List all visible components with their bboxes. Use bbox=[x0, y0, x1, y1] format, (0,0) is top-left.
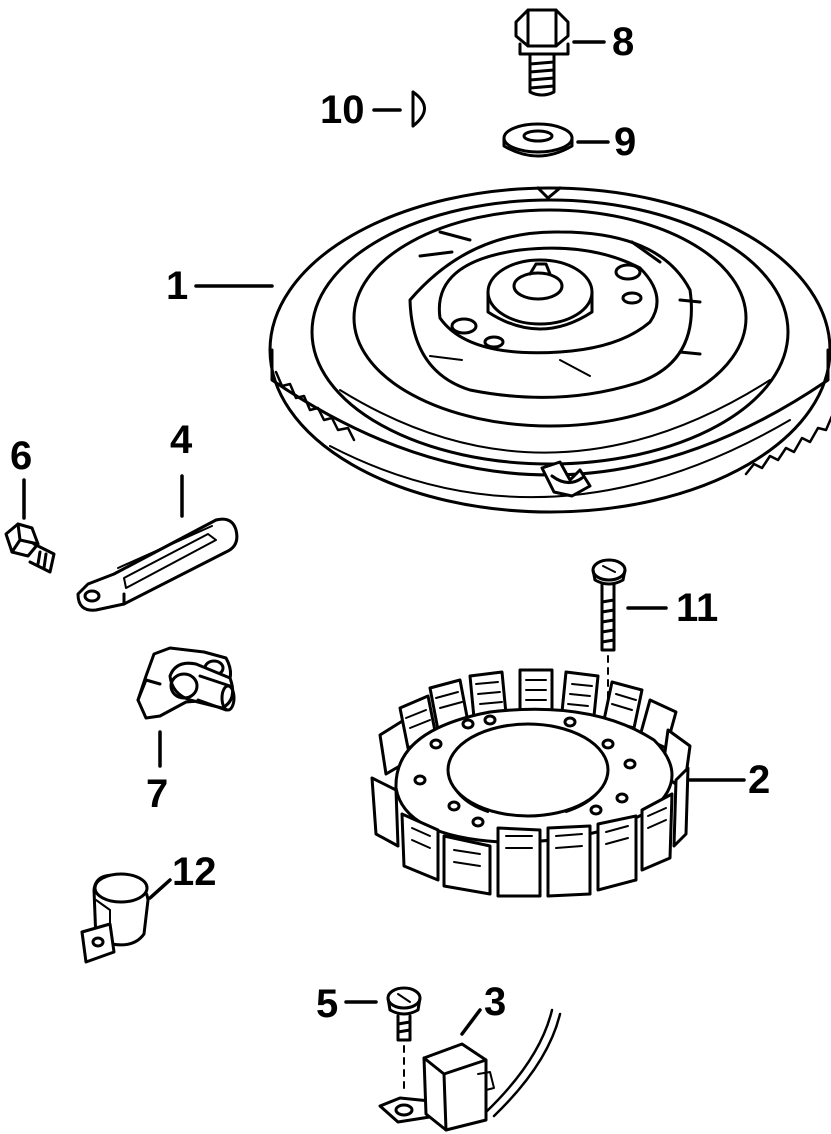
wire-clamp-part bbox=[80, 872, 150, 964]
flywheel-key-part bbox=[411, 90, 426, 128]
coil-screw-part bbox=[386, 986, 422, 1091]
callout-3: 3 bbox=[484, 980, 507, 1024]
leader-line-12 bbox=[148, 878, 172, 900]
callout-7: 7 bbox=[146, 772, 169, 816]
callout-5: 5 bbox=[316, 982, 339, 1026]
stator-part bbox=[370, 668, 692, 898]
leader-lines bbox=[22, 40, 746, 1036]
callout-8: 8 bbox=[612, 20, 635, 64]
washer-part bbox=[502, 122, 574, 158]
callout-6: 6 bbox=[10, 434, 33, 478]
callout-2: 2 bbox=[748, 758, 771, 802]
callout-1: 1 bbox=[166, 264, 189, 308]
link-screw-part bbox=[4, 522, 56, 574]
link-arm-part bbox=[76, 517, 239, 612]
ignition-coil-part bbox=[378, 1008, 562, 1132]
callout-4: 4 bbox=[170, 418, 193, 462]
callout-10: 10 bbox=[320, 88, 365, 132]
flywheel-nut-part bbox=[514, 8, 570, 97]
callout-11: 11 bbox=[676, 586, 719, 630]
callout-9: 9 bbox=[614, 120, 637, 164]
leader-line-3 bbox=[460, 1008, 482, 1036]
throttle-cam-part bbox=[136, 646, 236, 720]
callout-12: 12 bbox=[172, 850, 217, 894]
flywheel-part bbox=[268, 186, 831, 514]
